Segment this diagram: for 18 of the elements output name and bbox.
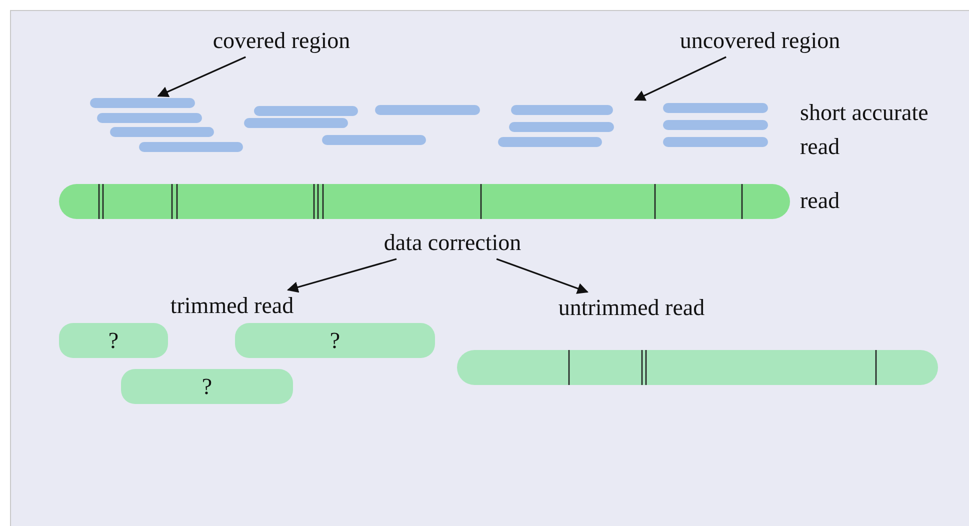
trimmed-read-bar [235, 323, 435, 358]
arrow [286, 258, 397, 293]
arrow [496, 258, 588, 294]
question-mark: ? [330, 328, 340, 354]
leader-arrow [157, 56, 246, 97]
short-read-bar [90, 98, 195, 108]
step-label: data correction [370, 229, 535, 257]
read-label: short accurate read [800, 99, 930, 161]
read-label: read [800, 188, 840, 214]
trimmed-read-bar [121, 369, 293, 404]
leader-arrow [634, 56, 726, 101]
region-label: covered region [199, 27, 364, 55]
read-label: trimmed read [158, 292, 306, 320]
trimmed-read-bar [59, 323, 168, 358]
region-label: uncovered region [664, 27, 856, 55]
question-mark: ? [202, 374, 212, 400]
read-label: untrimmed read [544, 294, 719, 322]
question-mark: ? [108, 328, 119, 354]
